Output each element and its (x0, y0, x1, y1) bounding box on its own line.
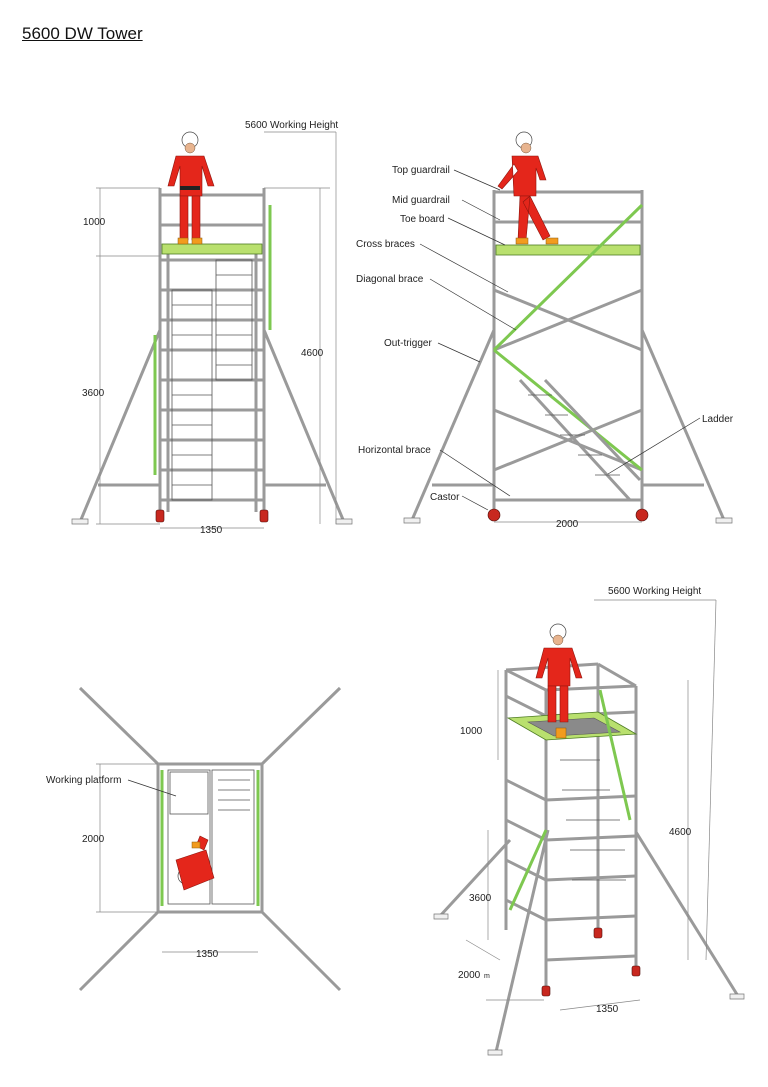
plan-view: Working platform 2000 1350 (46, 686, 342, 992)
front-platform (161, 243, 263, 255)
front-dimensions (96, 131, 337, 529)
front-dim-1000: 1000 (83, 217, 106, 228)
iso-dim-1000: 1000 (460, 726, 483, 737)
iso-dim-2000: 2000 (458, 970, 481, 981)
iso-platform (506, 711, 638, 741)
label-ladder: Ladder (702, 414, 734, 425)
iso-dim-2000-unit: m (484, 973, 490, 980)
front-dim-1350: 1350 (200, 525, 223, 536)
iso-working-height-label: 5600 Working Height (608, 586, 701, 597)
iso-outriggers (433, 829, 745, 1056)
iso-view: 5600 Working Height 1000 4600 3600 2000 … (433, 586, 745, 1056)
plan-dimensions (96, 763, 258, 953)
iso-dim-3600: 3600 (469, 893, 492, 904)
front-internal-ladders (171, 259, 253, 501)
side-dim-2000: 2000 (556, 519, 579, 530)
side-ladder (518, 378, 642, 502)
label-diagonal-brace: Diagonal brace (356, 274, 424, 285)
front-dim-4600: 4600 (301, 348, 324, 359)
label-working-platform: Working platform (46, 775, 121, 786)
label-top-guardrail: Top guardrail (392, 165, 450, 176)
iso-dimensions (465, 599, 717, 1011)
side-worker (497, 131, 559, 245)
label-mid-guardrail: Mid guardrail (392, 195, 450, 206)
front-worker (167, 131, 215, 245)
iso-castors (541, 927, 641, 997)
front-working-height-label: 5600 Working Height (245, 120, 338, 131)
side-leaders (419, 169, 701, 523)
side-outriggers (403, 329, 733, 524)
plan-frame (156, 762, 264, 914)
front-castors (155, 509, 269, 523)
label-horizontal-brace: Horizontal brace (358, 445, 431, 456)
page-title: 5600 DW Tower (22, 24, 143, 43)
iso-dim-1350: 1350 (596, 1004, 619, 1015)
label-out-trigger: Out-trigger (384, 338, 432, 349)
label-toe-board: Toe board (400, 214, 444, 225)
label-cross-braces: Cross braces (356, 239, 415, 250)
iso-green-braces (508, 689, 632, 911)
side-diagonal-braces (492, 203, 644, 472)
iso-worker (535, 623, 583, 739)
iso-stairs (560, 759, 626, 881)
side-platform (495, 244, 641, 256)
plan-dim-2000: 2000 (82, 834, 105, 845)
plan-dim-1350: 1350 (196, 949, 219, 960)
plan-worker (175, 835, 215, 891)
side-cross-braces (493, 288, 643, 472)
label-castor: Castor (430, 492, 460, 503)
iso-rails (505, 662, 637, 962)
plan-outriggers (78, 686, 342, 992)
front-dim-3600: 3600 (82, 388, 105, 399)
iso-dim-4600: 4600 (669, 827, 692, 838)
side-view: Top guardrail Mid guardrail Toe board Cr… (356, 131, 734, 530)
plan-working-platform (167, 769, 255, 905)
front-view: 5600 Working Height 1000 3600 4600 1350 (71, 120, 353, 536)
side-castors (487, 508, 649, 522)
front-outriggers (71, 329, 353, 525)
